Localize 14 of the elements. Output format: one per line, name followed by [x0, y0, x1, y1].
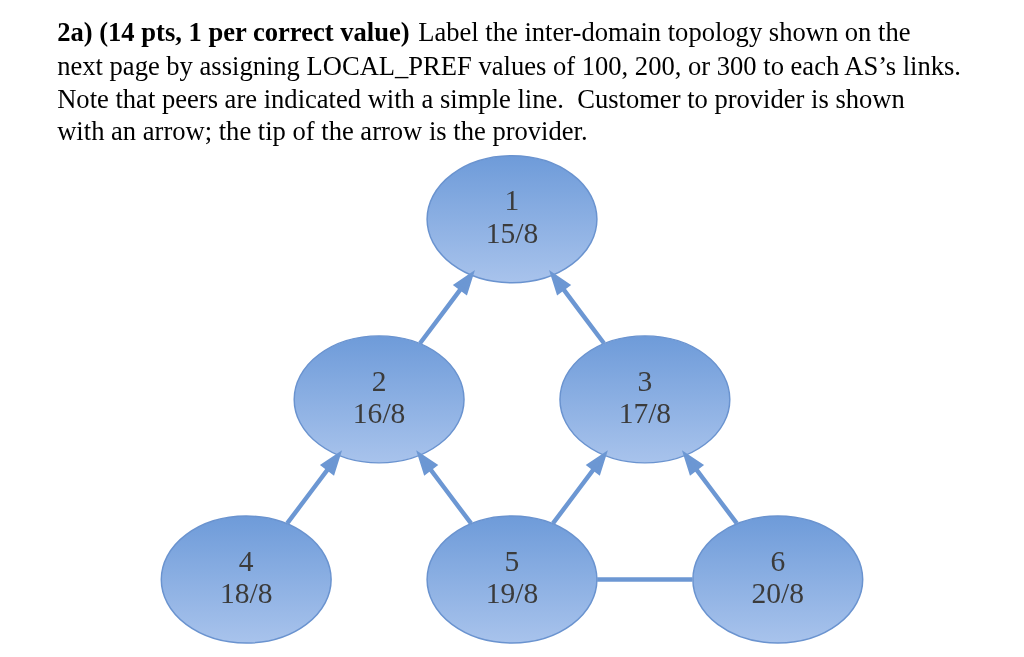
arrow: [551, 450, 608, 525]
node-ellipse: 2 16/8: [293, 335, 465, 464]
arrow: [549, 270, 606, 345]
node-ellipse: 1 15/8: [426, 155, 598, 284]
arrow: [285, 450, 343, 525]
arrow: [681, 450, 739, 525]
connector: [597, 577, 693, 582]
node-ellipse: 4 18/8: [160, 515, 332, 644]
arrow: [418, 270, 475, 345]
node-ellipse: 6 20/8: [692, 515, 864, 644]
arrow: [416, 450, 473, 525]
node-ellipse: 3 17/8: [559, 335, 731, 464]
diagram-title: 2a) (14 pts, 1 per correct value) Label the inter-domain topology shown on the next page by assigning LOCAL_PREF values of 100, 200, or 300 to each AS’s links. Note that peers are indicated with a simple line. Customer to provider is shown with an arrow; the tip of the arrow is the provider.: [57, 17, 962, 147]
node-ellipse: 5 19/8: [426, 515, 598, 644]
